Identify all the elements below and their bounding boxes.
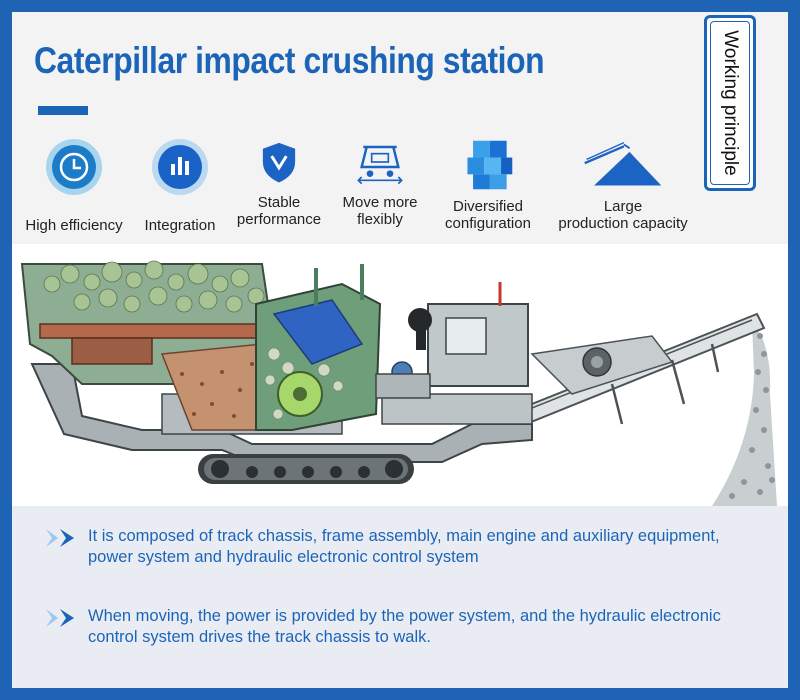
description-paragraph-2: When moving, the power is provided by th…	[40, 606, 760, 648]
feature-large-production-capacity: Large production capacity	[546, 137, 700, 232]
pile-icon	[584, 141, 662, 186]
feature-label-line: production capacity	[558, 215, 688, 232]
feature-label: Stable performance	[224, 194, 334, 228]
feature-label-line: Diversified	[452, 198, 524, 215]
feature-label: Move more flexibly	[332, 194, 428, 228]
gravel-stream	[712, 322, 777, 506]
shield-icon	[262, 142, 296, 183]
feature-label-line: Stable	[257, 194, 301, 211]
feature-integration: Integration	[136, 137, 224, 234]
bar-chart-icon	[152, 139, 208, 195]
clock-icon	[46, 139, 102, 195]
description-text: It is composed of track chassis, frame a…	[88, 527, 720, 566]
impact-crusher	[255, 264, 382, 431]
feature-label-line: performance	[236, 211, 322, 228]
cubes-icon	[467, 140, 513, 190]
crushing-station-illustration	[20, 260, 777, 506]
double-chevron-icon	[46, 609, 74, 627]
double-chevron-icon	[46, 529, 74, 547]
poster: Caterpillar impact crushing station Work…	[12, 12, 788, 688]
crawler-track	[198, 454, 414, 484]
feature-label-line: Large	[603, 198, 643, 215]
title-underline	[38, 106, 88, 115]
feature-label-line: flexibly	[357, 211, 403, 228]
power-unit	[375, 282, 529, 399]
feature-label: Large production capacity	[546, 198, 700, 232]
feature-label-line: configuration	[445, 215, 531, 232]
feature-stable-performance: Stable performance	[224, 137, 334, 228]
cart-icon	[357, 145, 403, 185]
feature-move-flexibly: Move more flexibly	[332, 137, 428, 228]
description-text: When moving, the power is provided by th…	[88, 607, 721, 646]
feature-label: High efficiency	[25, 217, 123, 234]
working-principle-badge: Working principle	[704, 15, 756, 191]
machine-illustration-panel	[12, 244, 788, 506]
working-principle-label: Working principle	[720, 30, 741, 176]
feature-high-efficiency: High efficiency	[16, 137, 132, 234]
feature-label-line: Move more	[342, 194, 418, 211]
feature-label: Integration	[144, 217, 216, 234]
description-paragraph-1: It is composed of track chassis, frame a…	[40, 526, 760, 568]
feature-diversified-configuration: Diversified configuration	[436, 137, 540, 232]
page-title: Caterpillar impact crushing station	[34, 40, 545, 81]
description-section: It is composed of track chassis, frame a…	[12, 506, 788, 688]
feature-label: Diversified configuration	[436, 198, 540, 232]
